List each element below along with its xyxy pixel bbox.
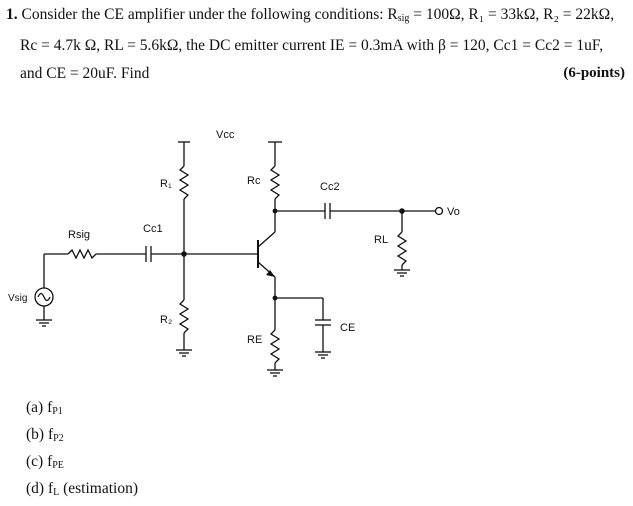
question-line-2: Rc = 4.7k Ω, RL = 5.6kΩ, the DC emitter … <box>20 37 604 54</box>
rsig-label: Rsig <box>68 229 90 241</box>
r1-resistor <box>178 165 190 200</box>
question-text-1-rest: = 100Ω, R₁ = 33kΩ, R₂ = 22kΩ, <box>409 6 615 23</box>
ce-label: CE <box>340 322 355 334</box>
rsig-subscript: sig <box>397 13 410 24</box>
question-text-1: Consider the CE amplifier under the foll… <box>21 6 398 23</box>
vcc-label: Vcc <box>216 129 235 141</box>
question-line-1: 1. Consider the CE amplifier under the f… <box>6 6 614 24</box>
vsig-label: Vsig <box>8 293 27 304</box>
rl-label: RL <box>374 234 388 246</box>
part-c: (c) fPE <box>26 453 64 471</box>
part-b: (b) fP2 <box>26 426 64 444</box>
re-resistor <box>269 329 281 364</box>
vo-label: Vo <box>447 206 460 218</box>
rc-label: Rc <box>247 175 261 187</box>
cc1-label: Cc1 <box>143 223 163 235</box>
r2-resistor <box>178 299 190 334</box>
question-line-3: and CE = 20uF. Find <box>20 65 150 82</box>
r2-label: R₂ <box>160 314 172 326</box>
part-d: (d) fL (estimation) <box>26 480 139 498</box>
part-a: (a) fP1 <box>26 399 63 417</box>
rc-resistor <box>269 165 281 200</box>
points-label: (6-points) <box>563 65 625 81</box>
rl-resistor <box>396 231 408 266</box>
question-number: 1. <box>6 6 18 23</box>
rsig-resistor <box>67 248 97 260</box>
r1-label: R₁ <box>160 178 172 190</box>
re-label: RE <box>247 334 262 346</box>
cc2-label: Cc2 <box>320 181 340 193</box>
